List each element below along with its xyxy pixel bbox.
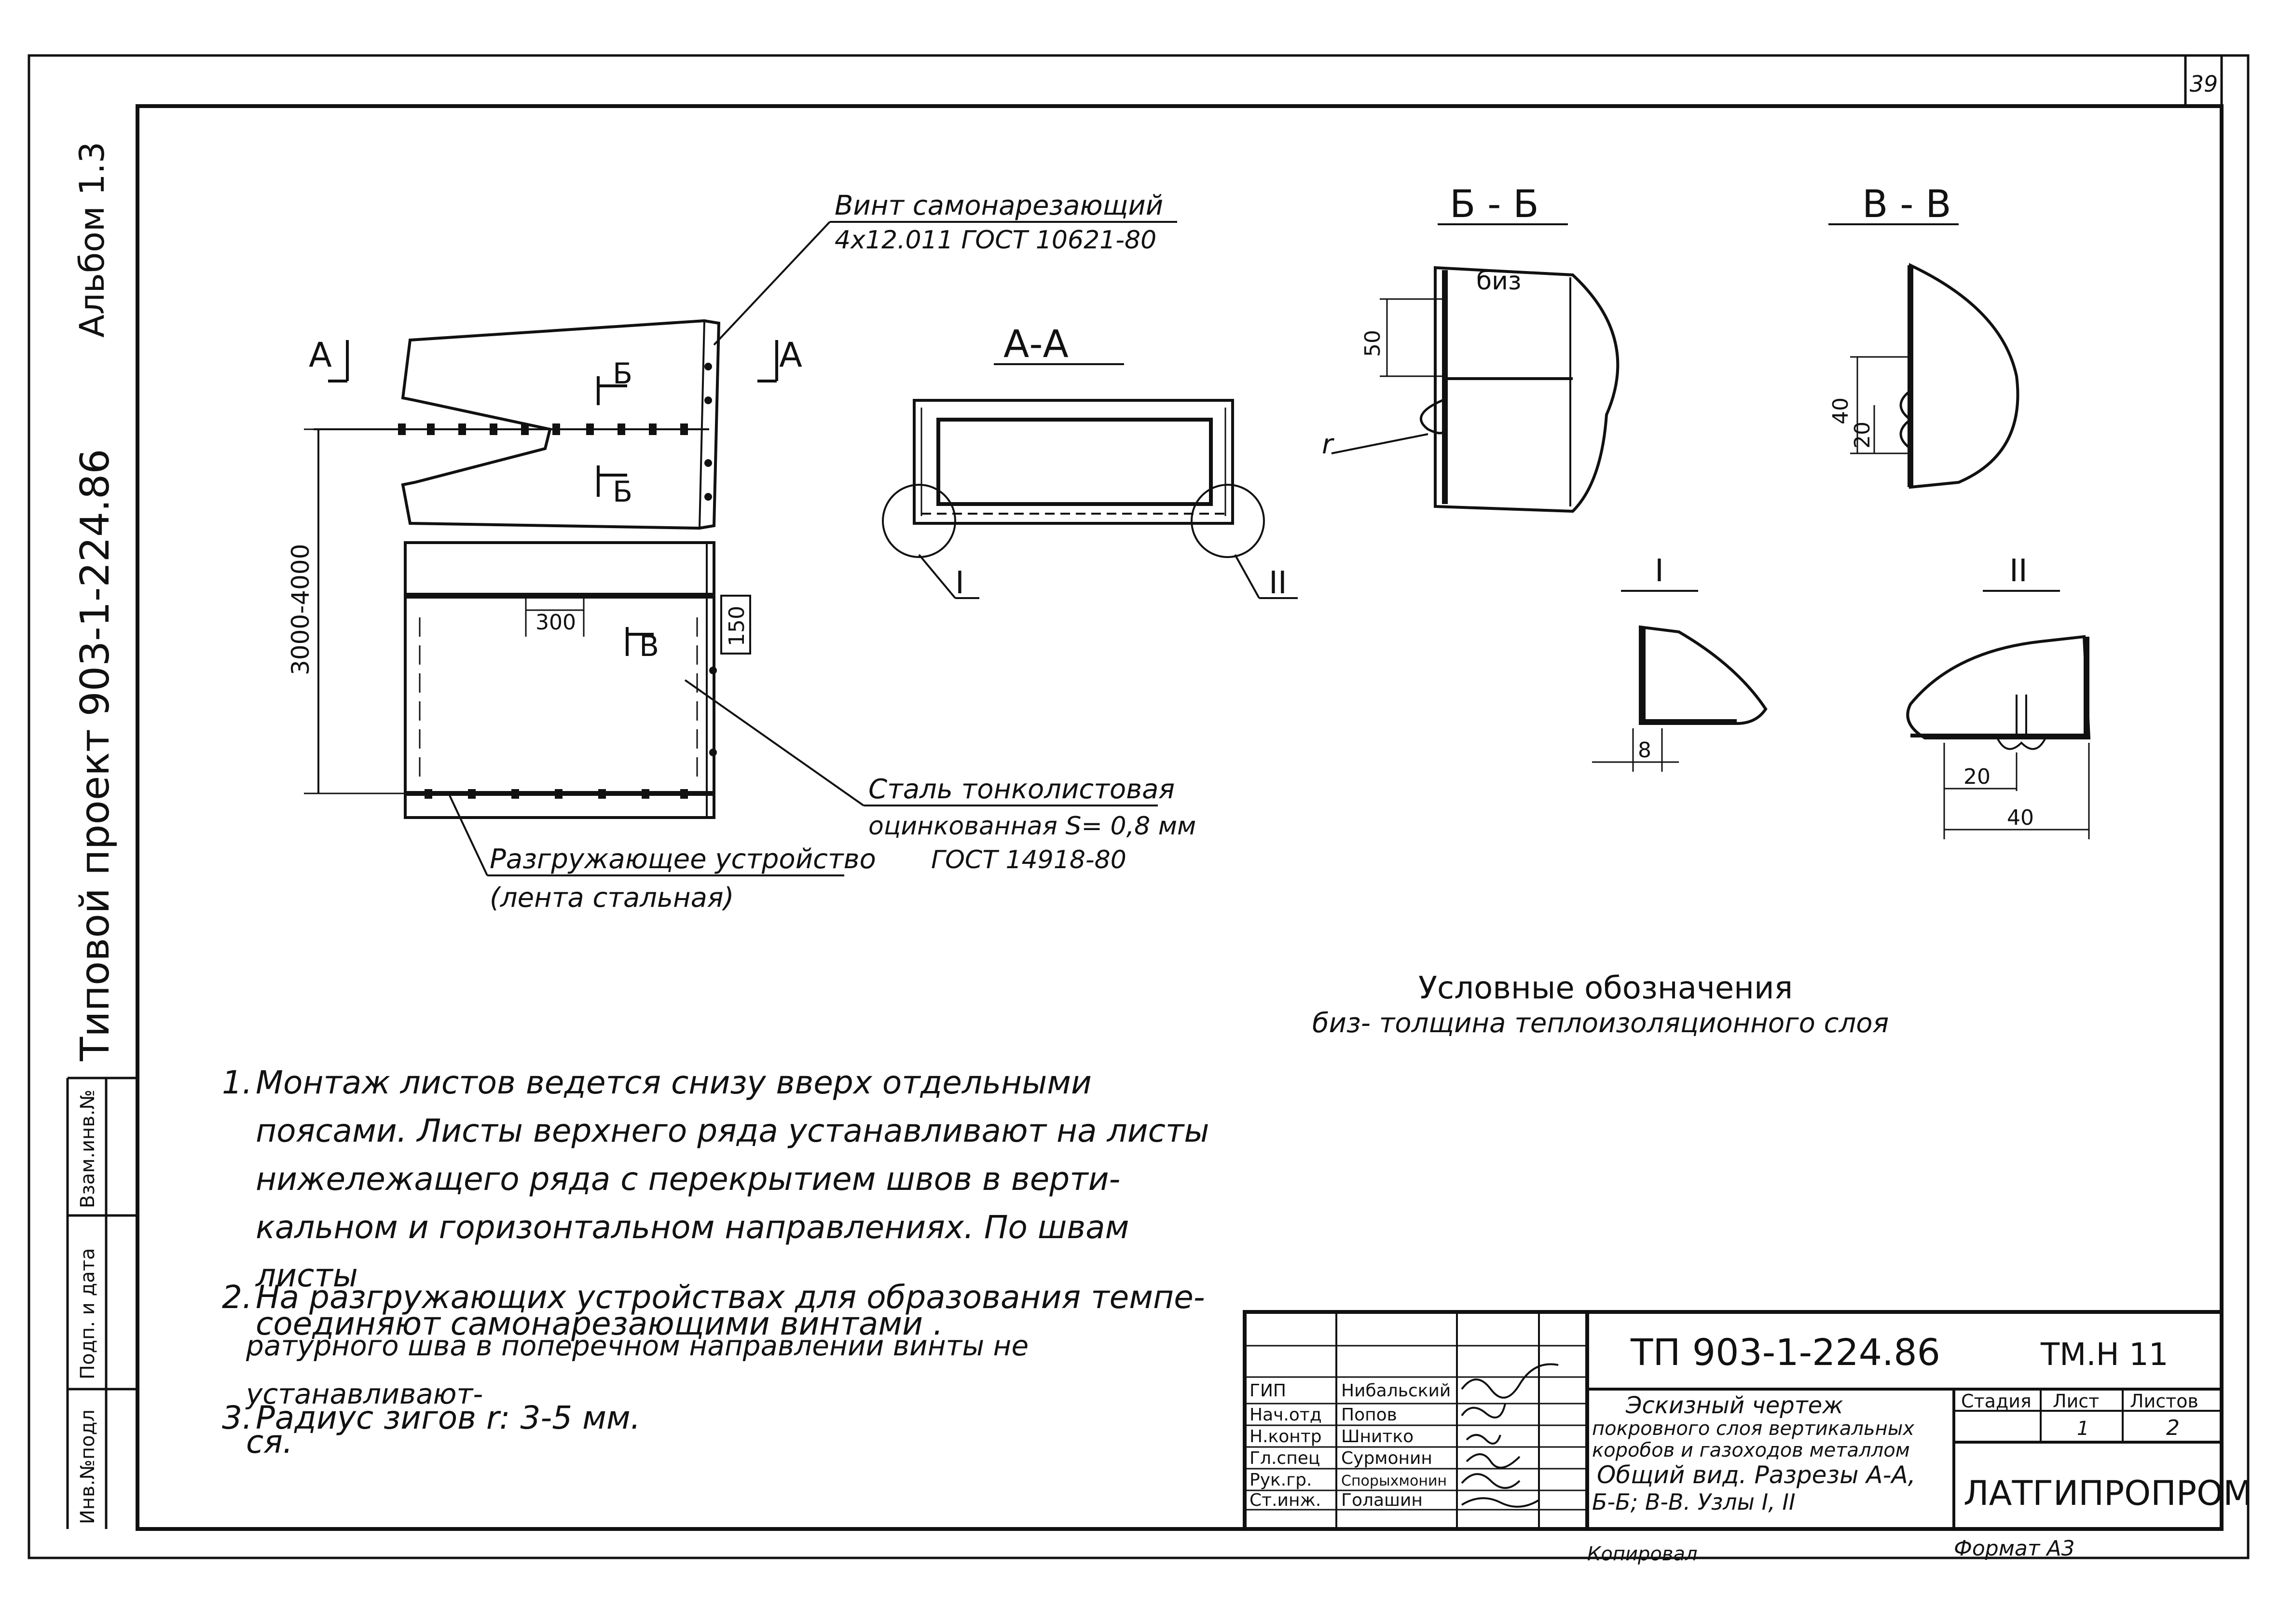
role-st-inzh: Ст.инж. [1249, 1490, 1321, 1510]
role-ruk-gr: Рук.гр. [1249, 1470, 1312, 1490]
name-3: Шнитко [1341, 1427, 1414, 1447]
note-line: кальном и горизонтальном направлениях. П… [256, 1209, 1129, 1294]
screw-label-1: Винт самонарезающий [835, 190, 1163, 221]
section-b-bottom: Б [613, 475, 632, 509]
description-1: Эскизный чертеж [1625, 1392, 1843, 1419]
screw-row [398, 363, 717, 799]
steel-label-3: ГОСТ 14918-80 [931, 846, 1126, 874]
description-2: покровного слоя вертикальных [1592, 1418, 1914, 1440]
dim-node2-20: 20 [1963, 764, 1991, 789]
screw-label-2: 4х12.011 ГОСТ 10621-80 [835, 226, 1156, 255]
section-bb-title: Б - Б [1450, 183, 1539, 226]
dim-node1-8: 8 [1638, 738, 1651, 763]
sheet-value: 1 [2077, 1418, 2089, 1440]
steel-label-2: оцинкованная S= 0,8 мм [868, 812, 1196, 841]
section-vv-title: В - В [1862, 183, 1951, 226]
unload-label-1: Разгружающее устройство [490, 844, 876, 875]
section-vv [1828, 223, 2019, 489]
stamp-replace: Взам.инв.№ [77, 1090, 99, 1208]
sheet-header: Лист [2053, 1391, 2099, 1412]
stamp-sign: Подп. и дата [77, 1248, 99, 1379]
legend-text: биз- толщина теплоизоляционного слоя [1312, 1008, 1889, 1039]
sheets-header: Листов [2130, 1391, 2198, 1412]
note-1: 1.Монтаж листов ведется снизу вверх отде… [222, 1059, 1235, 1348]
legend-title: Условные обозначения [1418, 970, 1793, 1006]
section-aa-title: А-А [1003, 323, 1069, 366]
section-v: В [639, 629, 659, 663]
dim-vv-40: 40 [1828, 397, 1853, 424]
note-2: 2.На разгружающих устройствах для образо… [222, 1273, 1245, 1466]
description-3: коробов и газоходов металлом [1592, 1439, 1910, 1461]
note-3-number: 3. [222, 1399, 252, 1436]
note-line: нижележащего ряда с перекрытием швов в в… [256, 1160, 1121, 1198]
note-line: Радиус зигов r: 3-5 мм. [256, 1399, 641, 1436]
node-1 [1592, 590, 1768, 772]
organization: ЛАТГИПРОПРОМ [1963, 1474, 2252, 1513]
album-label: Альбом 1.3 [72, 142, 112, 338]
section-b-top: Б [613, 357, 632, 391]
role-gl-spec: Гл.спец [1249, 1448, 1320, 1468]
name-6: Голашин [1341, 1490, 1423, 1510]
section-aa [882, 363, 1298, 599]
copied-label: Копировал [1587, 1543, 1698, 1565]
node-1-label: I [955, 565, 964, 601]
project-code: ТП 903-1-224.86 [1630, 1331, 1940, 1374]
section-bb [1331, 223, 1620, 513]
r-mark: r [1322, 429, 1334, 460]
page-number: 39 [2190, 71, 2218, 97]
dim-bb-50: 50 [1360, 330, 1385, 357]
sheets-value: 2 [2166, 1416, 2180, 1440]
biz-label: биз [1476, 267, 1522, 296]
frame [27, 54, 2250, 1559]
format-label: Формат А3 [1954, 1536, 2075, 1561]
note-line: соединяют самонарезающими винтами . [256, 1305, 943, 1342]
dim-node2-40: 40 [2007, 805, 2034, 830]
elevation-view [304, 221, 1177, 876]
description-4: Общий вид. Разрезы А-А, [1597, 1461, 1916, 1489]
signatures [1461, 1363, 1559, 1508]
note-line: поясами. Листы верхнего ряда устанавлива… [256, 1112, 1209, 1149]
name-5: Спорыхмонин [1341, 1473, 1447, 1489]
name-4: Сурмонин [1341, 1448, 1432, 1468]
note-1-number: 1. [222, 1064, 252, 1101]
dim-height: 3000-4000 [287, 544, 315, 675]
dim-pitch: 300 [535, 610, 576, 635]
role-n-kontr: Н.контр [1249, 1427, 1322, 1447]
stage-header: Стадия [1961, 1391, 2032, 1412]
unload-label-2: (лента стальная) [490, 882, 734, 914]
node-1-title: I [1655, 553, 1664, 589]
role-nach-otd: Нач.отд [1249, 1405, 1322, 1425]
role-gip: ГИП [1249, 1381, 1286, 1401]
node-2-title: II [2009, 553, 2028, 589]
stamp-inv: Инв.№подл [77, 1409, 99, 1524]
note-3: 3.Радиус зигов r: 3-5 мм. [222, 1394, 1235, 1442]
description-5: Б-Б; В-В. Узлы I, II [1592, 1489, 1796, 1515]
note-line: На разгружающих устройствах для образова… [256, 1279, 1205, 1316]
section-a-left: А [309, 335, 332, 375]
steel-label-1: Сталь тонколистовая [868, 774, 1175, 805]
drawing-mark: ТМ.Н 11 [2040, 1337, 2169, 1373]
section-a-right: А [779, 335, 802, 375]
note-line: ратурного шва в поперечном направлении в… [246, 1329, 1029, 1410]
note-2-number: 2. [222, 1279, 252, 1316]
note-line: ся. [246, 1423, 293, 1460]
project-label: Типовой проект 903-1-224.86 [72, 449, 118, 1062]
note-line: Монтаж листов ведется снизу вверх отдель… [256, 1064, 1092, 1101]
name-2: Попов [1341, 1405, 1397, 1425]
name-1: Нибальский [1341, 1381, 1451, 1401]
dim-vv-20: 20 [1850, 422, 1875, 449]
title-block-grid [1243, 1310, 2224, 1531]
node-2-label: II [1269, 565, 1287, 601]
node-2 [1906, 590, 2091, 839]
dim-strip: 150 [725, 606, 749, 646]
